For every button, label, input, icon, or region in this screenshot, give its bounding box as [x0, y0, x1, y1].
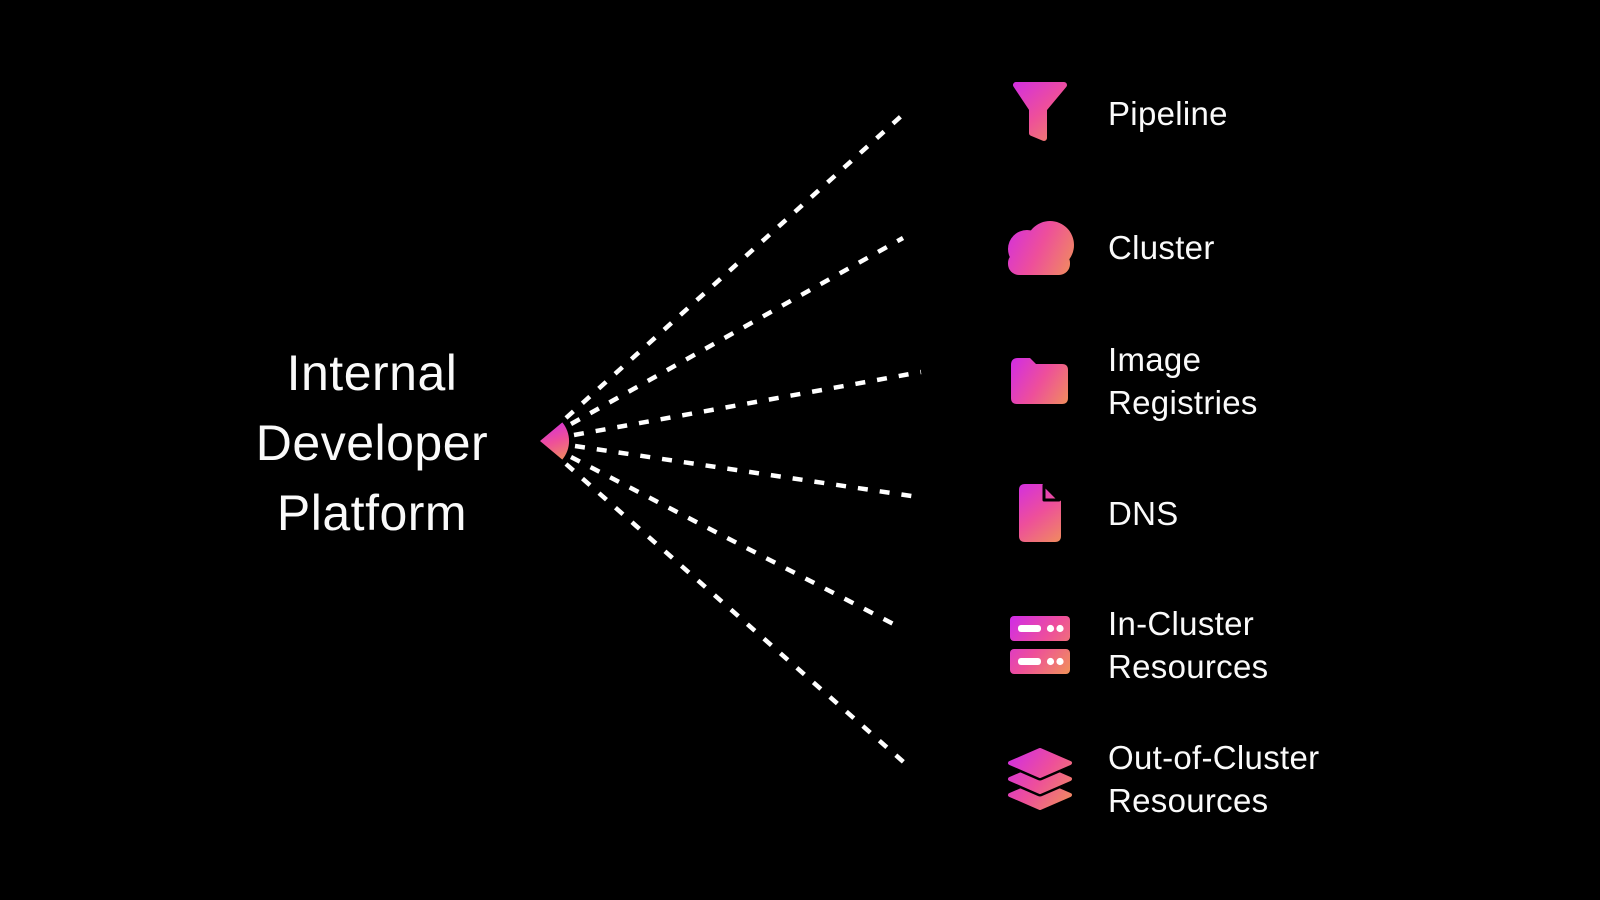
item-dns: DNS — [1000, 468, 1179, 558]
hub-title-line: Developer — [255, 415, 489, 471]
file-icon — [1000, 482, 1080, 544]
item-label: DNS — [1108, 494, 1179, 532]
connector-line-cluster — [569, 236, 905, 426]
connector-line-image-registries — [573, 369, 922, 438]
item-label: Out-of-Cluster Resources — [1108, 739, 1320, 819]
item-label: Pipeline — [1108, 94, 1228, 132]
cloud-icon — [1000, 218, 1080, 276]
connector-line-dns — [574, 443, 919, 500]
item-cluster: Cluster — [1000, 202, 1215, 292]
item-in-cluster-resources: In-Cluster Resources — [1000, 600, 1268, 690]
server-icon — [1000, 615, 1080, 675]
folder-icon — [1000, 356, 1080, 406]
item-label: In-Cluster Resources — [1108, 605, 1269, 685]
item-label: Cluster — [1108, 228, 1215, 266]
item-pipeline: Pipeline — [1000, 68, 1228, 158]
layers-icon — [1000, 747, 1080, 811]
connector-line-out-of-cluster-resources — [564, 462, 910, 768]
funnel-icon — [1000, 81, 1080, 145]
connector-line-pipeline — [564, 108, 910, 420]
hub-title-line: Platform — [276, 485, 468, 541]
item-image-registries: Image Registries — [1000, 336, 1258, 426]
connector-line-in-cluster-resources — [569, 455, 905, 631]
item-out-of-cluster-resources: Out-of-Cluster Resources — [1000, 734, 1319, 824]
hub-title: Internal Developer Platform — [172, 338, 572, 548]
item-label: Image Registries — [1108, 341, 1258, 421]
hub-wedge-icon — [540, 422, 570, 460]
hub-title-line: Internal — [286, 345, 458, 401]
